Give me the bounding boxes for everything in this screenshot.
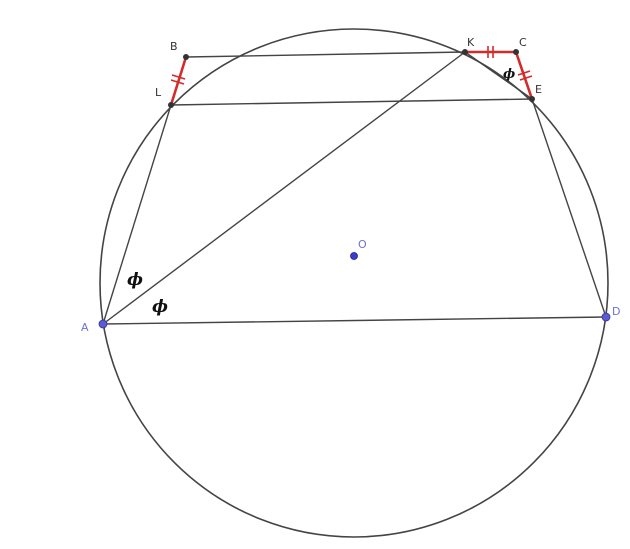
segment-le <box>170 98 533 106</box>
segment-ld <box>102 104 172 325</box>
segment-ak <box>102 51 466 325</box>
segment-ed <box>531 98 607 318</box>
tick-marks-ce <box>517 70 533 81</box>
label-o: O <box>358 238 367 251</box>
point-e[interactable] <box>529 96 535 102</box>
angle-label-a-lower: ϕ <box>152 297 168 317</box>
label-l: L <box>155 86 162 99</box>
point-k[interactable] <box>462 49 468 55</box>
angle-label-a-upper: ϕ <box>127 270 143 290</box>
label-a: A <box>81 321 89 334</box>
label-d: D <box>612 305 620 318</box>
label-b: B <box>170 40 178 53</box>
point-c[interactable] <box>513 49 519 55</box>
tick-marks-bl <box>170 74 186 85</box>
segment-bl <box>169 56 188 106</box>
segment-ad <box>102 316 607 325</box>
label-k: K <box>467 36 475 49</box>
label-c: C <box>519 36 527 49</box>
segment-bk <box>185 51 466 58</box>
segment-ke <box>464 51 533 100</box>
angle-label-e: ϕ <box>503 67 515 82</box>
point-a[interactable] <box>98 319 108 329</box>
point-b[interactable] <box>183 54 189 60</box>
point-o[interactable] <box>350 252 358 260</box>
circle <box>99 28 609 538</box>
label-e: E <box>535 83 542 96</box>
point-l[interactable] <box>168 102 174 108</box>
tick-marks-kc <box>487 46 494 58</box>
segment-ce <box>514 51 534 100</box>
point-d[interactable] <box>601 312 611 322</box>
